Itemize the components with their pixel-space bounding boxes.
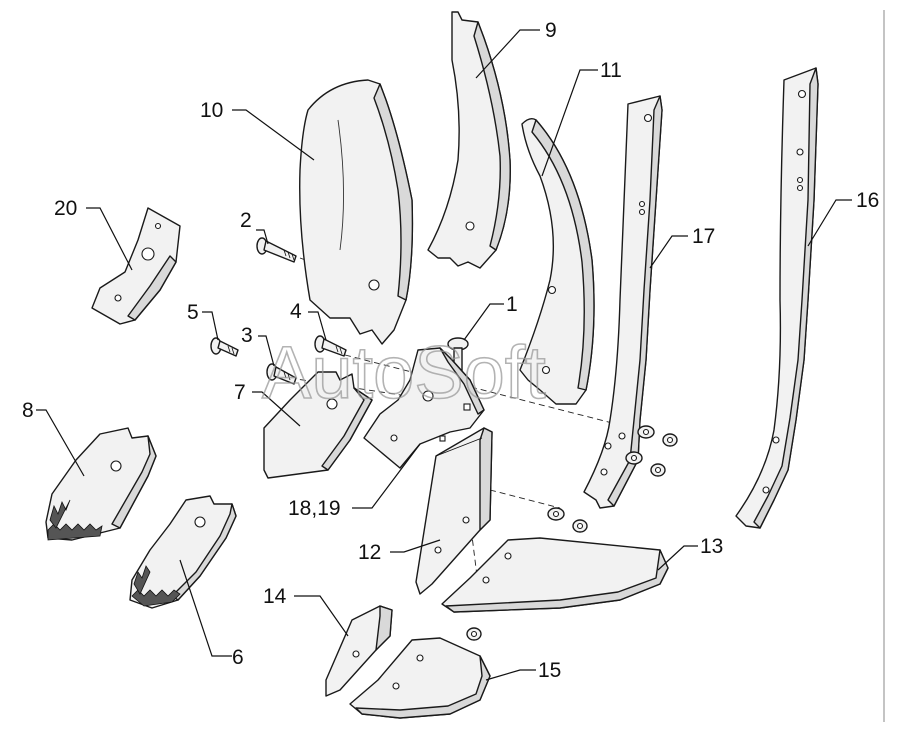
part-7-share — [263, 371, 373, 479]
part-15-blade — [349, 637, 491, 719]
callout-6: 6 — [232, 646, 244, 669]
callout-1: 1 — [506, 293, 518, 316]
callout-17: 17 — [692, 225, 715, 248]
part-17-standard — [583, 95, 663, 509]
part-11-curved-strip — [519, 117, 595, 405]
callout-14: 14 — [263, 585, 287, 608]
callout-11: 11 — [600, 59, 622, 82]
callout-labels: 10 9 11 17 16 20 2 4 5 3 1 7 18,19 8 6 1… — [22, 19, 879, 682]
part-13-wing-blade — [441, 537, 669, 613]
callout-2: 2 — [240, 209, 252, 232]
nuts-and-washers — [466, 425, 678, 641]
callout-8: 8 — [22, 399, 34, 422]
callout-18-19: 18,19 — [288, 497, 341, 520]
leader-lines — [36, 29, 852, 681]
callout-9: 9 — [545, 19, 557, 42]
callout-5: 5 — [187, 301, 199, 324]
callout-4: 4 — [290, 300, 302, 323]
part-9-shin — [427, 11, 511, 269]
part-5-bolt — [210, 337, 239, 357]
callout-16: 16 — [856, 189, 879, 212]
watermark-text: AutoSoft — [262, 331, 546, 414]
callout-7: 7 — [234, 381, 246, 404]
part-3-bolt — [266, 363, 297, 385]
callout-3: 3 — [241, 324, 253, 347]
part-12-wing — [415, 427, 493, 595]
part-10-moldboard — [299, 79, 414, 345]
part-18-19-frog — [363, 347, 485, 469]
part-2-bolt — [256, 237, 297, 263]
part-14-blade — [325, 605, 393, 697]
part-6-toothed-share — [129, 495, 237, 609]
callout-12: 12 — [358, 541, 381, 564]
callout-10: 10 — [200, 99, 223, 122]
callout-13: 13 — [700, 535, 723, 558]
part-20-pad — [91, 207, 181, 325]
part-16-long-standard — [735, 67, 819, 529]
callout-20: 20 — [54, 197, 77, 220]
part-8-toothed-share — [45, 427, 157, 541]
callout-15: 15 — [538, 659, 561, 682]
part-4-bolt — [314, 335, 347, 357]
